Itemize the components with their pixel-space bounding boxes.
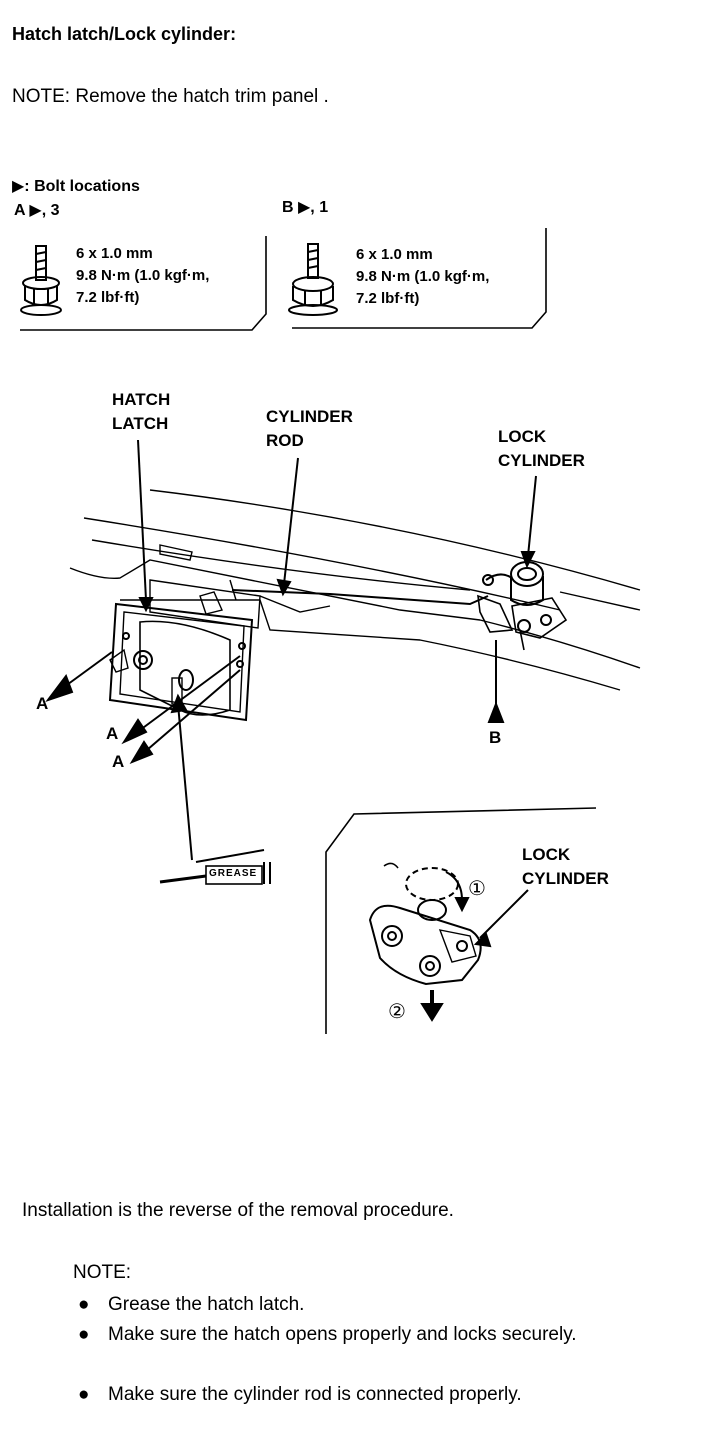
lock-cylinder-callout-line1: LOCK: [498, 427, 547, 446]
bolt-a-label: A ▶, 3: [14, 202, 60, 219]
lock-cylinder-callout: LOCK CYLINDER: [498, 425, 585, 473]
bolt-icon-b: [288, 243, 338, 316]
pointer-b: B: [489, 728, 502, 747]
bullet-icon: ●: [78, 1384, 90, 1405]
lock-cylinder-detail-callout: LOCK CYLINDER: [522, 843, 609, 891]
grease-tube-icon: [159, 849, 271, 885]
bolt-b-spec: 6 x 1.0 mm 9.8 N·m (1.0 kgf·m, 7.2 lbf·f…: [356, 244, 489, 310]
pointer-a-middle: A: [106, 724, 119, 743]
bolt-a-spec: 6 x 1.0 mm 9.8 N·m (1.0 kgf·m, 7.2 lbf·f…: [76, 243, 209, 309]
hatch-latch-callout: HATCH LATCH: [112, 388, 170, 436]
lock-cylinder-detail-shape: [368, 862, 482, 986]
detail-inset-frame: [325, 807, 597, 1034]
step-1-marker: ①: [468, 878, 486, 900]
bullet-icon: ●: [78, 1324, 90, 1345]
bolt-a-torque-metric: 9.8 N·m (1.0 kgf·m,: [76, 267, 210, 284]
note-item-text: Make sure the cylinder rod is connected …: [108, 1384, 522, 1405]
removal-note: NOTE: Remove the hatch trim panel .: [12, 86, 329, 108]
lock-cylinder-shape: [477, 561, 568, 651]
bolt-b-torque-imperial: 7.2 lbf·ft): [356, 290, 420, 307]
bolt-a-size: 6 x 1.0 mm: [76, 245, 153, 262]
lock-cylinder-detail-callout-line1: LOCK: [522, 845, 571, 864]
page-title: Hatch latch/Lock cylinder:: [12, 24, 237, 44]
hatch-latch-callout-line2: LATCH: [112, 414, 169, 433]
spec-box-b: [292, 228, 547, 329]
lock-cylinder-detail-callout-line2: CYLINDER: [522, 869, 609, 888]
pointer-a-left: A: [36, 694, 49, 713]
bolt-b-torque-metric: 9.8 N·m (1.0 kgf·m,: [356, 268, 490, 285]
bolt-locations-legend: ▶: Bolt locations: [12, 178, 140, 195]
bolt-icon-a: [20, 245, 62, 316]
lock-cylinder-leader: [527, 475, 537, 557]
cylinder-rod-callout: CYLINDER ROD: [266, 405, 353, 453]
bolt-b-size: 6 x 1.0 mm: [356, 246, 433, 263]
lock-cylinder-detail-leader: [479, 889, 529, 939]
step-2-marker: ②: [388, 1001, 406, 1023]
note-text: Remove the hatch trim panel .: [75, 86, 329, 107]
note-item-text: Grease the hatch latch.: [108, 1294, 305, 1315]
lock-cylinder-callout-line2: CYLINDER: [498, 451, 585, 470]
grease-leader: [177, 703, 193, 861]
grease-label: GREASE: [209, 868, 258, 879]
cylinder-rod-callout-line1: CYLINDER: [266, 407, 353, 426]
pointer-a-lower: A: [112, 752, 125, 771]
hatch-latch-leader: [137, 439, 147, 601]
bullet-icon: ●: [78, 1294, 90, 1315]
spec-box-a: [20, 236, 267, 331]
hatch-panel-outline: [149, 489, 641, 591]
note-item-text: Make sure the hatch opens properly and l…: [108, 1324, 577, 1345]
hatch-latch-shape: [108, 602, 254, 722]
cylinder-rod-callout-line2: ROD: [266, 431, 304, 450]
cylinder-rod-leader: [283, 457, 299, 585]
installation-note-label: NOTE:: [73, 1262, 132, 1283]
hatch-latch-callout-line1: HATCH: [112, 390, 171, 409]
note-label: NOTE:: [12, 86, 71, 107]
bolt-b-label: B ▶, 1: [282, 199, 329, 216]
bolt-a-torque-imperial: 7.2 lbf·ft): [76, 289, 140, 306]
installation-text: Installation is the reverse of the remov…: [22, 1200, 454, 1221]
